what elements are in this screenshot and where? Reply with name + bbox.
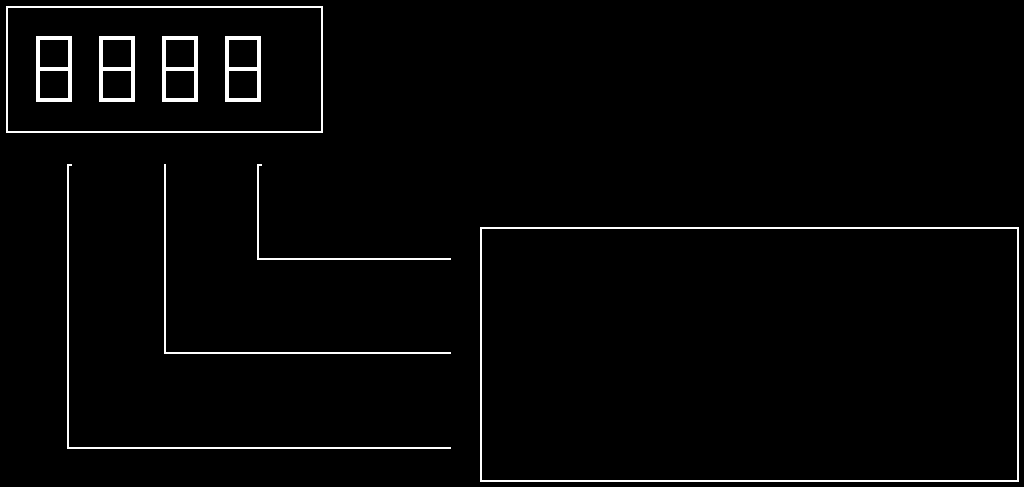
connector-lines <box>67 164 451 449</box>
target-box-frame <box>480 227 1019 482</box>
digit-group <box>36 36 261 102</box>
target-box <box>480 227 1019 482</box>
seven-segment-display <box>6 6 323 133</box>
connector-line-2 <box>164 164 451 354</box>
digit-3 <box>162 36 198 102</box>
digit-1 <box>36 36 72 102</box>
display-frame <box>6 6 323 133</box>
connector-line-1 <box>67 164 451 449</box>
connector-line-3 <box>257 164 451 260</box>
digit-4 <box>225 36 261 102</box>
digit-2 <box>99 36 135 102</box>
